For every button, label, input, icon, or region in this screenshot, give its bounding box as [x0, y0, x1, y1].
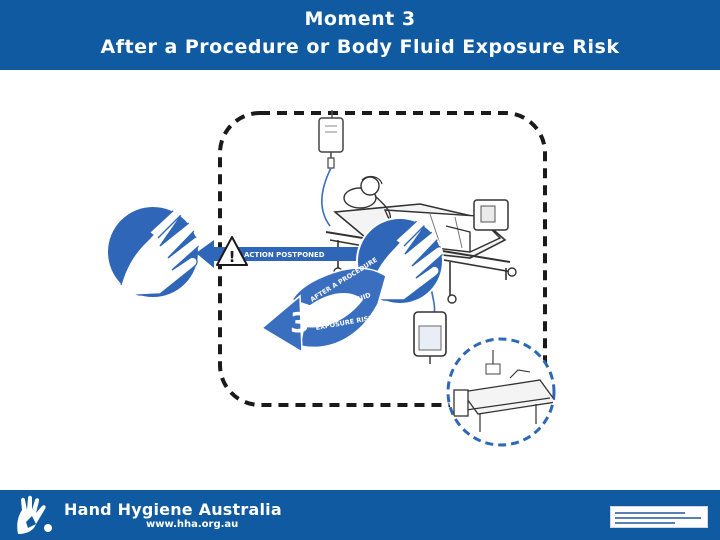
slide-title-line-1: Moment 3	[304, 8, 416, 30]
hand-hygiene-logo	[17, 495, 52, 534]
slide-title-line-2: After a Procedure or Body Fluid Exposure…	[100, 36, 620, 58]
action-postponed-label: ACTION POSTPONED	[244, 251, 325, 259]
patient-zone-dashed-border	[218, 111, 547, 407]
footer-banner: Hand Hygiene Australia www.hha.org.au	[0, 490, 720, 540]
moment-3-curved-arrow	[260, 267, 387, 354]
partner-logo	[610, 506, 708, 528]
drainage-bag-icon	[413, 281, 447, 364]
moment-number: 3	[290, 306, 309, 339]
title-banner: Moment 3 After a Procedure or Body Fluid…	[0, 0, 720, 70]
brand-url: www.hha.org.au	[146, 519, 239, 530]
warning-exclamation: !	[229, 248, 236, 266]
moment-3-illustration: ! ACTION POSTPONED 3 AFTER A PROCEDURE O…	[106, 110, 556, 447]
brand-name: Hand Hygiene Australia	[64, 500, 282, 519]
warning-triangle-icon: !	[216, 236, 248, 266]
iv-drip-icon	[318, 110, 344, 227]
hand-rub-left-icon	[106, 205, 200, 299]
patient-zone-thumbnail	[446, 337, 556, 447]
